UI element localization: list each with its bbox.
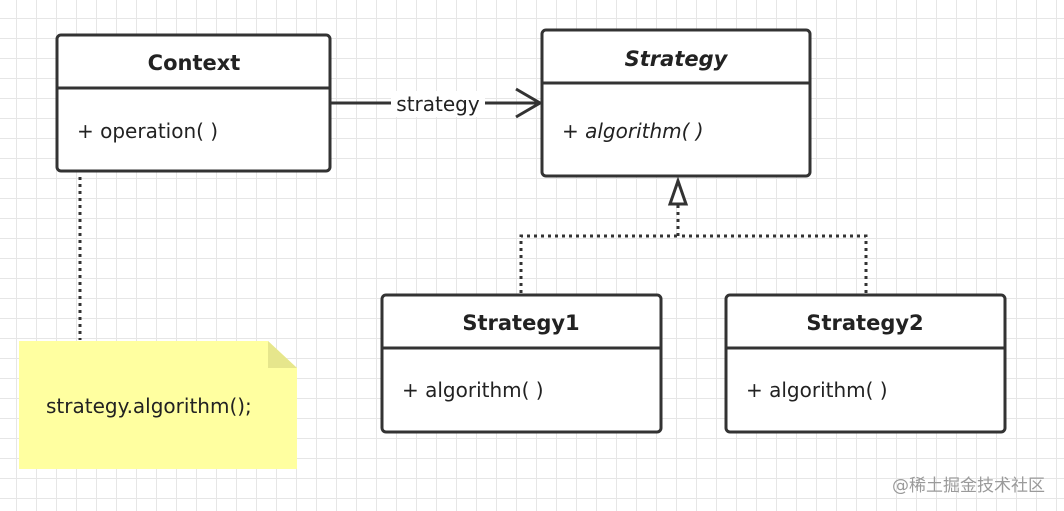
realization-arrowhead bbox=[667, 176, 689, 206]
note-body bbox=[19, 341, 297, 469]
class-context-box bbox=[55, 33, 332, 173]
realization-line-strategy2 bbox=[678, 234, 868, 293]
class-strategy-title: Strategy bbox=[625, 47, 729, 71]
association-label: strategy bbox=[396, 92, 480, 116]
class-strategy2-box bbox=[724, 293, 1007, 434]
class-strategy1-title: Strategy1 bbox=[462, 311, 579, 335]
class-strategy-member: + algorithm( ) bbox=[562, 119, 704, 143]
note-text: strategy.algorithm(); bbox=[46, 394, 252, 418]
class-context-member: + operation( ) bbox=[77, 119, 218, 143]
class-context-title: Context bbox=[148, 51, 241, 75]
class-strategy2[interactable]: Strategy2 + algorithm( ) bbox=[724, 293, 1007, 434]
note-fold bbox=[268, 341, 297, 368]
class-strategy1-box bbox=[380, 293, 663, 434]
watermark: @稀土掘金技术社区 bbox=[892, 476, 1045, 496]
class-strategy1-member: + algorithm( ) bbox=[402, 378, 544, 402]
class-context[interactable]: Context + operation( ) bbox=[55, 33, 332, 173]
class-strategy[interactable]: Strategy + algorithm( ) bbox=[540, 28, 812, 178]
association-label-bg bbox=[391, 91, 485, 117]
class-strategy2-title: Strategy2 bbox=[806, 311, 923, 335]
note[interactable]: strategy.algorithm(); bbox=[19, 341, 297, 469]
class-strategy2-member: + algorithm( ) bbox=[746, 378, 888, 402]
realization-line-strategy1 bbox=[519, 234, 678, 293]
class-strategy-box bbox=[540, 28, 812, 178]
association-arrowhead bbox=[515, 87, 543, 119]
class-strategy1[interactable]: Strategy1 + algorithm( ) bbox=[380, 293, 663, 434]
